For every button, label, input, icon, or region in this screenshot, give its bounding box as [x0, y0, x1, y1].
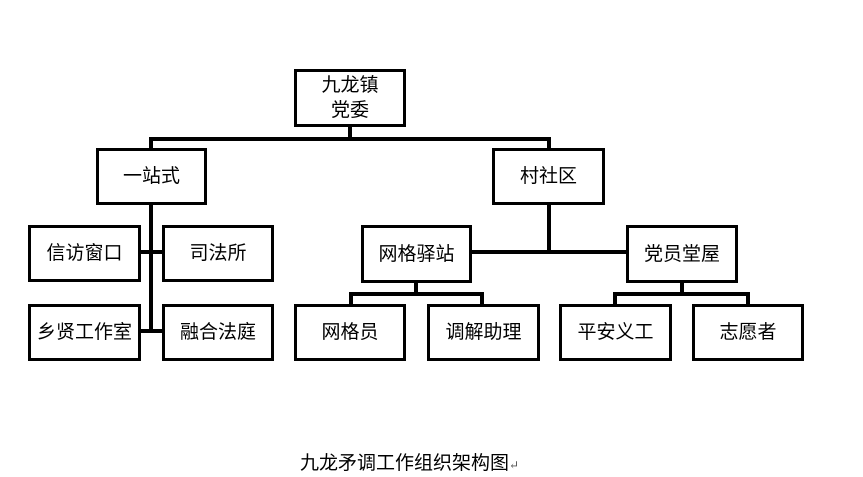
- node-volunteer: 志愿者: [692, 304, 804, 361]
- node-one-stop: 一站式: [96, 148, 207, 205]
- node-safety-volunteer-label: 平安义工: [577, 321, 654, 343]
- node-sages-label: 乡贤工作室: [36, 321, 132, 343]
- diagram-caption: 九龙矛调工作组织架构图↵: [300, 448, 519, 475]
- node-petition-label: 信访窗口: [46, 242, 123, 264]
- node-grid-station: 网格驿站: [361, 225, 472, 283]
- node-grid-member: 网格员: [294, 304, 406, 361]
- node-judicial-label: 司法所: [189, 242, 247, 264]
- paragraph-mark-icon: ↵: [509, 458, 520, 472]
- node-integrated-court: 融合法庭: [162, 304, 274, 361]
- node-grid-station-label: 网格驿站: [378, 242, 455, 265]
- node-grid-member-label: 网格员: [321, 321, 379, 343]
- node-mediation-assistant: 调解助理: [427, 304, 540, 361]
- node-sages-studio: 乡贤工作室: [28, 304, 141, 361]
- node-village-label: 村社区: [519, 165, 577, 187]
- node-root-line2: 党委: [330, 99, 369, 121]
- node-village-community: 村社区: [492, 148, 605, 205]
- node-safety-volunteer: 平安义工: [559, 304, 672, 361]
- node-one-stop-label: 一站式: [122, 165, 180, 187]
- caption-text: 九龙矛调工作组织架构图: [300, 452, 510, 474]
- node-petition-window: 信访窗口: [28, 225, 141, 282]
- node-mediation-label: 调解助理: [445, 321, 522, 343]
- node-party-house-label: 党员堂屋: [643, 242, 720, 265]
- node-volunteer-label: 志愿者: [719, 321, 777, 343]
- node-court-label: 融合法庭: [179, 321, 256, 343]
- node-judicial-office: 司法所: [162, 225, 274, 282]
- node-party-house: 党员堂屋: [626, 225, 738, 283]
- node-jiulong-party-committee: 九龙镇 党委: [294, 69, 406, 127]
- node-root-line1: 九龙镇: [321, 74, 379, 96]
